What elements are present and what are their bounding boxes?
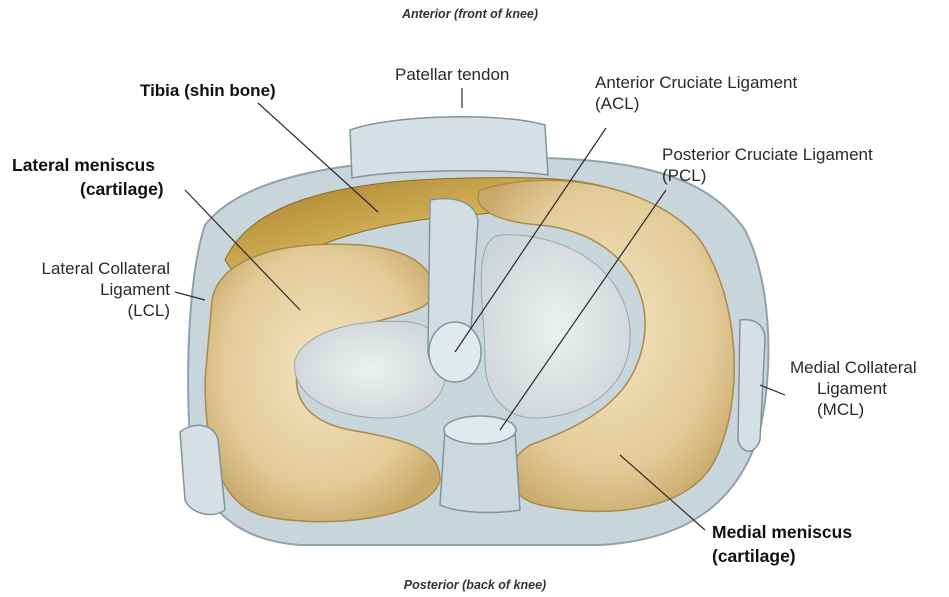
lcl-label-line3: (LCL) — [10, 300, 170, 321]
lateral-meniscus-label: Lateral meniscus (cartilage) — [12, 153, 164, 201]
pcl-label-line1: Posterior Cruciate Ligament — [662, 144, 873, 165]
acl-label-line2: (ACL) — [595, 93, 797, 114]
patellar-tendon — [350, 117, 548, 178]
mcl-label-line3: (MCL) — [790, 399, 917, 420]
lateral-meniscus-label-line2: (cartilage) — [12, 177, 164, 201]
lateral-meniscus-label-line1: Lateral meniscus — [12, 153, 164, 177]
pcl-stump — [444, 416, 516, 444]
acl-label-line1: Anterior Cruciate Ligament — [595, 72, 797, 93]
acl-label: Anterior Cruciate Ligament (ACL) — [595, 72, 797, 114]
pcl-label: Posterior Cruciate Ligament (PCL) — [662, 144, 873, 186]
mcl-label-line2: Ligament — [790, 378, 917, 399]
lcl-label-line1: Lateral Collateral — [10, 258, 170, 279]
medial-meniscus-label-line1: Medial meniscus — [712, 520, 852, 544]
tibia-label: Tibia (shin bone) — [140, 80, 276, 101]
medial-meniscus-label: Medial meniscus (cartilage) — [712, 520, 852, 568]
mcl-label: Medial Collateral Ligament (MCL) — [790, 357, 917, 420]
anterior-caption: Anterior (front of knee) — [370, 7, 570, 21]
lcl-label-line2: Ligament — [10, 279, 170, 300]
lcl-label: Lateral Collateral Ligament (LCL) — [10, 258, 170, 321]
medial-meniscus-label-line2: (cartilage) — [712, 544, 852, 568]
lcl-ligament — [180, 425, 225, 514]
posterior-caption: Posterior (back of knee) — [375, 578, 575, 592]
pcl-label-line2: (PCL) — [662, 165, 873, 186]
mcl-label-line1: Medial Collateral — [790, 357, 917, 378]
patellar-tendon-label: Patellar tendon — [395, 64, 509, 85]
